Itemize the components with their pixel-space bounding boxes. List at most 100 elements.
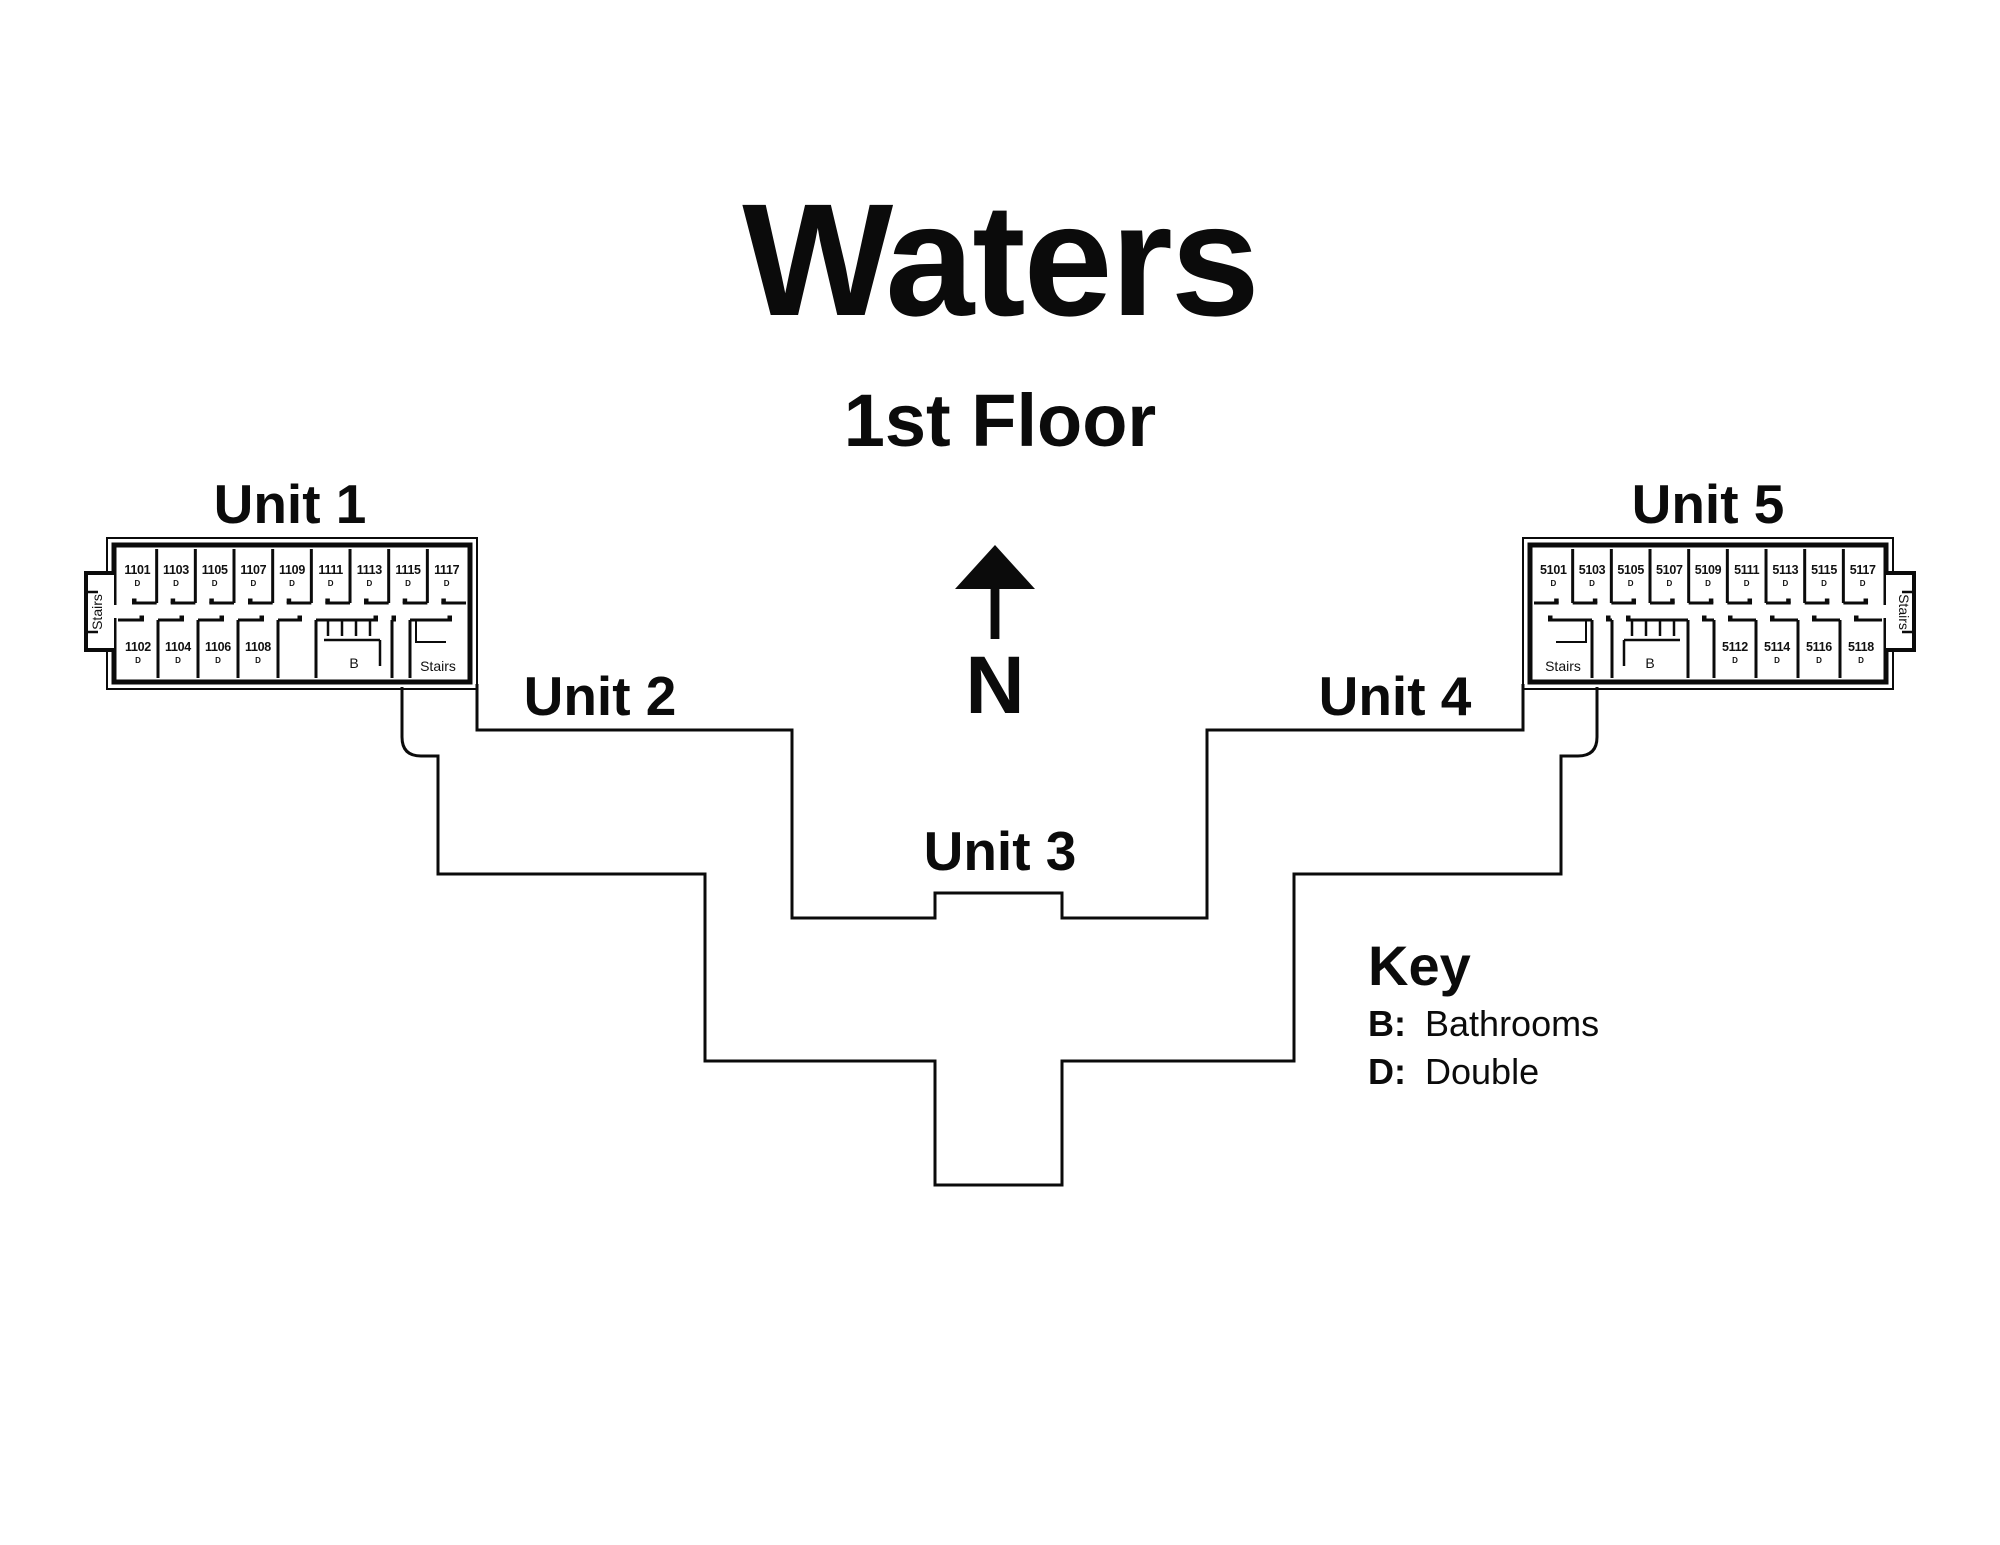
room-type: D [175, 656, 181, 665]
door-hinge [441, 598, 446, 603]
door-hinge [1863, 598, 1869, 603]
room-number: 1102 [125, 640, 151, 654]
door-hinge [297, 615, 302, 620]
room-number: 5118 [1848, 640, 1874, 654]
room-type: D [134, 579, 140, 588]
room-type: D [173, 579, 179, 588]
room-type: D [255, 656, 261, 665]
room-number: 5105 [1617, 563, 1644, 577]
room-number: 1113 [357, 563, 383, 577]
room-number: 5112 [1722, 640, 1748, 654]
floor-subtitle: 1st Floor [844, 379, 1156, 462]
room-number: 5117 [1850, 563, 1876, 577]
door-hinge [391, 615, 396, 620]
room-number: 5109 [1695, 563, 1722, 577]
room-type: D [1774, 656, 1780, 665]
room-type: D [1589, 579, 1595, 588]
door-hinge [402, 598, 408, 603]
room-number: 1101 [124, 563, 150, 577]
key-legend: Key B: Bathrooms D: Double [1368, 934, 1599, 1092]
door-hinge [1854, 615, 1859, 620]
door-hinge [132, 598, 137, 603]
room-number: 1106 [205, 640, 231, 654]
room-number: 5114 [1764, 640, 1790, 654]
key-meaning-bathrooms: Bathrooms [1425, 1003, 1599, 1044]
room-type: D [1666, 579, 1672, 588]
unit-1-floorplan: Stairs1101D1103D1105D1107D1109D1111D1113… [84, 537, 478, 690]
room-number: 5103 [1579, 563, 1606, 577]
door-hinge [325, 598, 330, 603]
room-number: 1117 [434, 563, 460, 577]
room-number: 1105 [202, 563, 228, 577]
room-number: 5111 [1734, 563, 1760, 577]
stairs-room-label: Stairs [420, 658, 456, 674]
room-type: D [1705, 579, 1711, 588]
room-type: D [1821, 579, 1827, 588]
stairs-room-label: Stairs [1545, 658, 1581, 674]
room-type: D [1858, 656, 1864, 665]
door-hinge [1606, 615, 1611, 620]
wing-outline-inner [475, 684, 1525, 920]
building-title: Waters [742, 170, 1258, 349]
door-hinge [1812, 615, 1817, 620]
door-hinge [1708, 598, 1714, 603]
door-hinge [219, 615, 224, 620]
room-type: D [1550, 579, 1556, 588]
room-type: D [250, 579, 256, 588]
unit-2-label: Unit 2 [524, 665, 677, 727]
north-arrow-icon [955, 545, 1035, 589]
door-hinge [1554, 598, 1559, 603]
room-number: 1115 [395, 563, 421, 577]
key-entry-bathrooms: B: Bathrooms [1368, 1003, 1599, 1044]
unit-3-label: Unit 3 [924, 820, 1077, 882]
unit-4-label: Unit 4 [1319, 665, 1472, 727]
room-type: D [1860, 579, 1866, 588]
north-compass: N [955, 545, 1035, 731]
door-hinge [1702, 615, 1707, 620]
annex-stairs-label: Stairs [89, 594, 105, 630]
room-number: 5101 [1540, 563, 1567, 577]
room-number: 5116 [1806, 640, 1832, 654]
key-abbr-b: B: [1368, 1003, 1406, 1044]
north-arrow-stem [990, 586, 1000, 639]
key-title: Key [1368, 934, 1471, 997]
stair-landing [415, 620, 446, 643]
door-hinge [179, 615, 184, 620]
room-type: D [1628, 579, 1634, 588]
wing-outline-outer [400, 687, 1599, 1187]
door-hinge [1770, 615, 1775, 620]
door-hinge [209, 598, 214, 603]
key-meaning-double: Double [1425, 1051, 1539, 1092]
door-hinge [1548, 615, 1553, 620]
key-abbr-d: D: [1368, 1051, 1406, 1092]
door-hinge [1824, 598, 1830, 603]
unit-1-label: Unit 1 [214, 473, 367, 535]
room-type: D [366, 579, 372, 588]
door-hinge [1626, 615, 1631, 620]
room-type: D [1816, 656, 1822, 665]
room-type: D [289, 579, 295, 588]
annex-stairs-label: Stairs [1896, 594, 1912, 630]
room-number: 5113 [1772, 563, 1798, 577]
door-hinge [1631, 598, 1637, 603]
corridor-opening [1883, 605, 1895, 618]
door-hinge [139, 615, 144, 620]
door-hinge [364, 598, 369, 603]
room-number: 1104 [165, 640, 191, 654]
room-number: 1107 [240, 563, 266, 577]
room-type: D [328, 579, 334, 588]
stair-landing [1556, 620, 1587, 643]
room-type: D [444, 579, 450, 588]
room-number: 1111 [318, 563, 343, 577]
wing-outline [400, 684, 1599, 1187]
door-hinge [447, 615, 452, 620]
room-number: 5107 [1656, 563, 1683, 577]
door-hinge [1728, 615, 1733, 620]
room-number: 1109 [279, 563, 305, 577]
room-type: D [405, 579, 411, 588]
door-hinge [170, 598, 176, 603]
room-type: D [1732, 656, 1738, 665]
